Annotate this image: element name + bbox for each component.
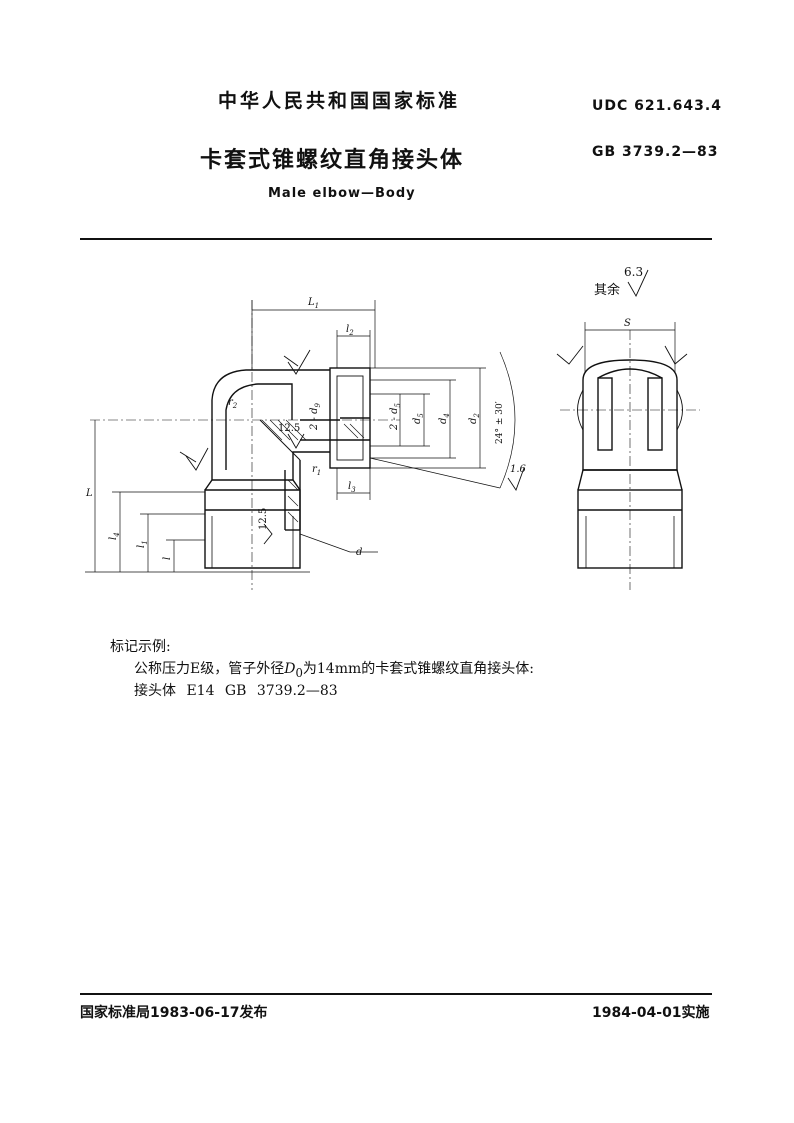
dim-l2: l2: [346, 324, 354, 337]
document-title: 卡套式锥螺纹直角接头体: [200, 147, 465, 173]
dim-r2: r2: [228, 397, 238, 410]
marking-example-code: 接头体 E14 GB 3739.2—83: [134, 683, 338, 699]
udc-code: UDC 621.643.4: [592, 98, 722, 114]
issue-date: 国家标准局1983-06-17发布: [80, 1005, 268, 1021]
national-standard-heading: 中华人民共和国国家标准: [218, 90, 461, 112]
dim-r1: r1: [312, 464, 321, 477]
effective-date: 1984-04-01实施: [592, 1005, 710, 1021]
dim-L1: L1: [307, 297, 319, 310]
marking-example-description: 公称压力E级，管子外径D0为14mm的卡套式锥螺纹直角接头体:: [134, 661, 534, 680]
dim-2-d5: 2 - d5: [389, 403, 402, 432]
marking-example-heading: 标记示例:: [110, 639, 171, 655]
dim-l1: l1: [136, 540, 149, 548]
dim-d4: d4: [438, 413, 451, 424]
body-thread-outline: [204, 489, 301, 569]
dim-l4: l4: [108, 532, 121, 540]
roughness-rest-label: 其余: [594, 282, 620, 298]
dim-2-d9: 2 - d9: [309, 403, 322, 432]
dim-angle: 24° ± 30′: [495, 401, 505, 444]
header-rule: [80, 238, 712, 240]
dim-S: S: [624, 318, 631, 329]
dim-d2: d2: [468, 413, 481, 424]
footer-rule: [80, 993, 712, 995]
elbow-outline: [211, 369, 330, 480]
roughness-rest-value: 6.3: [624, 265, 643, 279]
english-title: Male elbow—Body: [268, 186, 416, 201]
roughness-12-5-b: 12.5: [258, 508, 269, 530]
dim-d: d: [356, 547, 362, 558]
roughness-1-6: 1.6: [510, 464, 527, 475]
dim-d5: d5: [412, 413, 425, 424]
roughness-12-5-a: 12.5: [278, 423, 300, 434]
standard-number: GB 3739.2—83: [592, 144, 719, 160]
dim-l3: l3: [348, 481, 356, 494]
side-view: [577, 359, 683, 569]
dim-L: L: [85, 488, 93, 499]
dim-l: l: [162, 557, 173, 560]
